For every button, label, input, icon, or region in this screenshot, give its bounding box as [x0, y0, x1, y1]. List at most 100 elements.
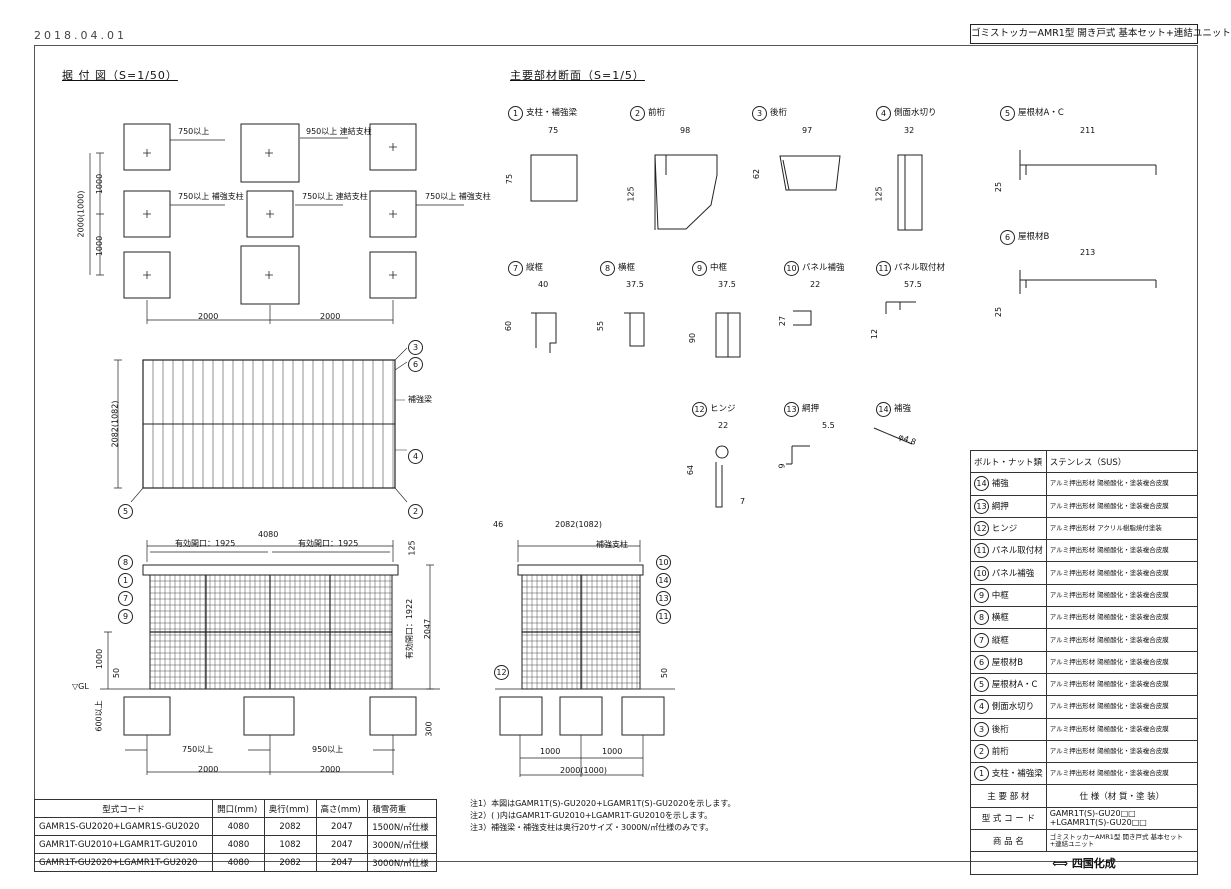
part-name: 6 屋根材B	[970, 650, 1047, 674]
table-row: 1 支柱・補強梁アルミ押出形材 陽極酸化・塗装複合皮膜	[970, 762, 1199, 786]
spec-cell: 2047	[315, 817, 369, 836]
profile-dim: 125	[874, 186, 884, 202]
callout: 13	[656, 588, 671, 606]
front-elevation	[100, 540, 440, 775]
beam-label: 補強梁	[408, 395, 432, 404]
h1000: 1000	[95, 648, 105, 670]
spec-cell: 4080	[212, 853, 265, 872]
profile-dim: 9	[777, 463, 787, 469]
spec-cell: 3000N/㎡仕様	[367, 835, 437, 854]
profile-dim: 125	[626, 186, 636, 202]
spec-header: 奥行(mm)	[263, 799, 317, 818]
code-value: GAMR1T(S)-GU20□□ +LGAMR1T(S)-GU20□□	[1045, 806, 1199, 831]
dim-1000: 1000	[95, 235, 105, 257]
part-material: アルミ押出形材 陽極酸化・塗装複合皮膜	[1045, 561, 1199, 585]
table-row: GAMR1T-GU2020+LGAMR1T-GU2020 4080 2082 2…	[33, 853, 437, 872]
parts-table: ボルト・ナット類 ステンレス（SUS） 14 補強アルミ押出形材 陽極酸化・塗装…	[970, 449, 1199, 875]
profile-dim: 213	[1080, 248, 1096, 257]
part-name: 11 パネル取付材	[970, 539, 1047, 563]
table-row: 3 後桁アルミ押出形材 陽極酸化・塗装複合皮膜	[970, 717, 1199, 741]
part-material: アルミ押出形材 陽極酸化・塗装複合皮膜	[1045, 494, 1199, 518]
spec-cell: 1500N/㎡仕様	[367, 817, 437, 836]
spec-table: 型式コード 開口(mm) 奥行(mm) 高さ(mm) 積雪荷重 GAMR1S-G…	[33, 799, 437, 872]
profile-dim: 75	[548, 126, 559, 135]
main-parts-row: 主 要 部 材 仕 様（材 質・塗 装）	[970, 784, 1199, 808]
side-dim: 2000(1000)	[560, 766, 607, 775]
foot-dim: 750以上	[182, 745, 214, 754]
drawing-title: ゴミストッカーAMR1型 開き戸式 基本セット+連結ユニット	[970, 24, 1231, 44]
layout-label: 750以上	[178, 127, 210, 136]
foot-dim: 950以上	[312, 745, 344, 754]
foot-dim: 2000	[320, 765, 341, 774]
part-material: アルミ押出形材 陽極酸化・塗装複合皮膜	[1045, 717, 1199, 741]
plan-depth-dim: 2082(1082)	[110, 400, 120, 448]
profile-dim: 62	[752, 168, 762, 180]
profile-dim: 25	[994, 306, 1004, 318]
h125: 125	[407, 540, 417, 556]
code-row: 型 式 コ ー ド GAMR1T(S)-GU20□□ +LGAMR1T(S)-G…	[970, 806, 1199, 831]
profile-dim: 32	[904, 126, 915, 135]
layout-section-title: 据 付 図（S=1/50）	[62, 69, 178, 82]
callout: 3	[408, 337, 423, 355]
h2047: 2047	[423, 618, 433, 640]
profile-dim: 27	[778, 315, 788, 327]
table-row: 13 綱押アルミ押出形材 陽極酸化・塗装複合皮膜	[970, 494, 1199, 518]
spec-cell: GAMR1T-GU2020+LGAMR1T-GU2020	[33, 853, 214, 872]
spec-header: 高さ(mm)	[315, 799, 369, 818]
table-row: 4 側面水切りアルミ押出形材 陽極酸化・塗装複合皮膜	[970, 695, 1199, 719]
profile-dim: 64	[686, 464, 696, 476]
part-material: アルミ押出形材 陽極酸化・塗装複合皮膜	[1045, 472, 1199, 496]
layout-label: 750以上 補強支柱	[178, 192, 244, 201]
profile-dim: 60	[504, 320, 514, 332]
profile-dim: 57.5	[904, 280, 922, 289]
layout-plan	[89, 123, 464, 324]
callout: 7	[118, 588, 133, 606]
side-depth: 2082(1082)	[555, 520, 602, 529]
part-material: アルミ押出形材 陽極酸化・塗装複合皮膜	[1045, 606, 1199, 630]
part-name: 13 綱押	[970, 494, 1047, 518]
spec-cell: 2047	[315, 835, 369, 854]
h300: 300	[424, 721, 434, 737]
table-row: 7 縦框アルミ押出形材 陽極酸化・塗装複合皮膜	[970, 628, 1199, 652]
part-name: 7 縦框	[970, 628, 1047, 652]
spec-cell: 4080	[212, 817, 265, 836]
callout: 8	[118, 552, 133, 570]
table-row: 12 ヒンジアルミ押出形材 アクリル樹脂焼付塗装	[970, 516, 1199, 541]
callout: 4	[408, 446, 423, 464]
callout: 10	[656, 552, 671, 570]
spec-cell: GAMR1S-GU2020+LGAMR1S-GU2020	[33, 817, 214, 836]
dim-2000-1000: 2000(1000)	[76, 190, 86, 238]
part-name: 9 中框	[970, 583, 1047, 608]
profile-dim: 25	[994, 181, 1004, 193]
profile-dim: 22	[810, 280, 821, 289]
spec-cell: GAMR1T-GU2010+LGAMR1T-GU2010	[33, 835, 214, 854]
profiles-section-title: 主要部材断面（S=1/5）	[510, 69, 645, 82]
profile-dim: 90	[688, 332, 698, 344]
main-label: 主 要 部 材	[970, 784, 1047, 808]
spec-cell: 2082	[263, 853, 317, 872]
callout: 6	[408, 354, 423, 372]
table-row: 11 パネル取付材アルミ押出形材 陽極酸化・塗装複合皮膜	[970, 539, 1199, 563]
profile-dim: 5.5	[822, 421, 835, 430]
profile-dim: 55	[596, 320, 606, 332]
opening-dim: 有効開口：1925	[298, 539, 359, 548]
table-row: 2 前桁アルミ押出形材 陽極酸化・塗装複合皮膜	[970, 739, 1199, 764]
table-row: 14 補強アルミ押出形材 陽極酸化・塗装複合皮膜	[970, 472, 1199, 496]
spec-cell: 1082	[263, 835, 317, 854]
side-dim: 1000	[602, 747, 623, 756]
callout: 5	[118, 501, 133, 519]
part-material: アルミ押出形材 陽極酸化・塗装複合皮膜	[1045, 672, 1199, 697]
callout: 12	[494, 662, 509, 680]
gl-label: ▽GL	[72, 682, 89, 691]
profile-dim: 211	[1080, 126, 1096, 135]
